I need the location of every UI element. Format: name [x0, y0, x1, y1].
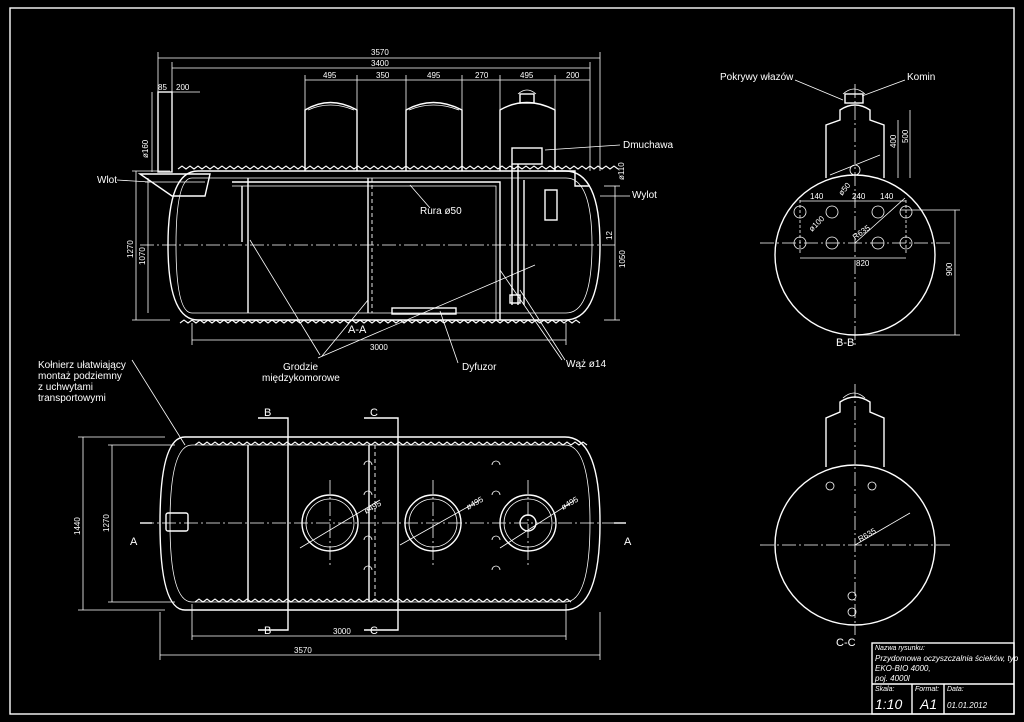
dim-cc-r635: R635: [857, 526, 879, 544]
tank-outline-side: [167, 170, 601, 321]
section-mark-c-bottom: C: [370, 625, 378, 637]
dim-right-12: 12: [605, 231, 614, 240]
section-title-bb: B-B: [836, 337, 854, 349]
label-kolnierz-1: Kołnierz ułatwiający: [38, 360, 126, 371]
dim-top-seg3: 495: [427, 71, 441, 80]
section-mark-b-bottom: B: [264, 625, 271, 637]
dim-side-1270: 1270: [126, 240, 135, 258]
dim-plan-d1: ø495: [363, 499, 384, 516]
label-kolnierz-2: montaż podziemny: [38, 371, 122, 382]
label-komin: Komin: [907, 72, 935, 83]
dim-top-seg1: 495: [323, 71, 337, 80]
title-name-2: EKO-BIO 4000,: [875, 664, 931, 673]
label-wlot: Wlot: [97, 175, 117, 186]
dim-bb-140a: 140: [810, 192, 824, 201]
title-format-label: Format:: [915, 686, 939, 693]
inlet-pipe: [137, 173, 211, 197]
plan-view: [78, 417, 626, 660]
title-scale-label: Skala:: [875, 686, 895, 693]
section-bb-view: [760, 79, 960, 345]
section-mark-a-right: A: [624, 536, 632, 548]
dim-plan-3570: 3570: [294, 646, 312, 655]
dim-top-overall: 3570: [371, 48, 389, 57]
dim-inlet-85: 85: [158, 83, 167, 92]
dim-plan-1440: 1440: [73, 517, 82, 535]
dim-plan-3000: 3000: [333, 627, 351, 636]
label-rura: Rura ø50: [420, 206, 462, 217]
section-title-cc: C-C: [836, 637, 856, 649]
title-scale: 1:10: [875, 696, 902, 712]
label-kolnierz-3: z uchwytami: [38, 382, 93, 393]
tank-circle-cc: [774, 464, 936, 626]
blower-box: [511, 147, 543, 165]
dim-bottom-3000: 3000: [370, 343, 388, 352]
section-title-aa: A-A: [348, 324, 367, 336]
dim-bb-140b: 140: [880, 192, 894, 201]
dim-bb-900: 900: [945, 262, 954, 276]
title-format: A1: [919, 696, 937, 712]
section-mark-b-top: B: [264, 407, 271, 419]
section-mark-a-left: A: [130, 536, 138, 548]
label-grodzie-2: międzykomorowe: [262, 373, 340, 384]
dim-top-inner: 3400: [371, 59, 389, 68]
label-kolnierz-4: transportowymi: [38, 393, 106, 404]
label-grodzie-1: Grodzie: [283, 362, 318, 373]
title-name-3: poj. 4000l: [874, 674, 910, 683]
dim-dia-160: ø160: [141, 139, 150, 158]
dim-plan-d2: ø495: [465, 495, 486, 512]
diffuser: [391, 307, 457, 315]
label-pokrywy: Pokrywy włazów: [720, 72, 794, 83]
dim-bb-500: 500: [901, 129, 910, 143]
title-name-label: Nazwa rysunku:: [875, 645, 925, 652]
dim-bb-820: 820: [856, 259, 870, 268]
dim-outlet-110: ø110: [617, 162, 626, 180]
label-dyfuzor: Dyfuzor: [462, 362, 497, 373]
section-cc-view: [760, 384, 950, 635]
dim-bb-r635: R635: [851, 223, 872, 242]
dim-bb-400: 400: [889, 134, 898, 148]
label-dmuchawa: Dmuchawa: [623, 140, 673, 151]
title-block: [871, 642, 1015, 715]
dim-inlet-200: 200: [176, 83, 190, 92]
dim-plan-d3: ø495: [560, 495, 581, 512]
section-aa-view: [116, 52, 630, 446]
label-wylot: Wylot: [632, 190, 657, 201]
dim-right-1050: 1050: [618, 250, 627, 268]
dim-top-seg5: 495: [520, 71, 534, 80]
dim-top-seg6: 200: [566, 71, 580, 80]
section-mark-c-top: C: [370, 407, 378, 419]
title-date: 01.01.2012: [947, 701, 988, 710]
air-pipe: [232, 181, 501, 320]
dim-bb-d100: ø100: [807, 214, 827, 234]
dim-bb-d50: ø50: [837, 181, 853, 198]
dim-top-seg2: 350: [376, 71, 390, 80]
label-waz: Wąż ø14: [566, 359, 606, 370]
outlet-pipe: [548, 170, 590, 187]
title-date-label: Data:: [947, 686, 964, 693]
inlet-riser: [157, 91, 173, 173]
dim-top-seg4: 270: [475, 71, 489, 80]
dim-bb-240: 240: [852, 192, 866, 201]
tank-outline-plan: [159, 436, 601, 611]
dim-plan-1270: 1270: [102, 514, 111, 532]
title-name-1: Przydomowa oczyszczalnia ścieków, typ: [875, 654, 1019, 663]
dim-side-1070: 1070: [138, 247, 147, 265]
drawing-frame: [9, 7, 1015, 715]
